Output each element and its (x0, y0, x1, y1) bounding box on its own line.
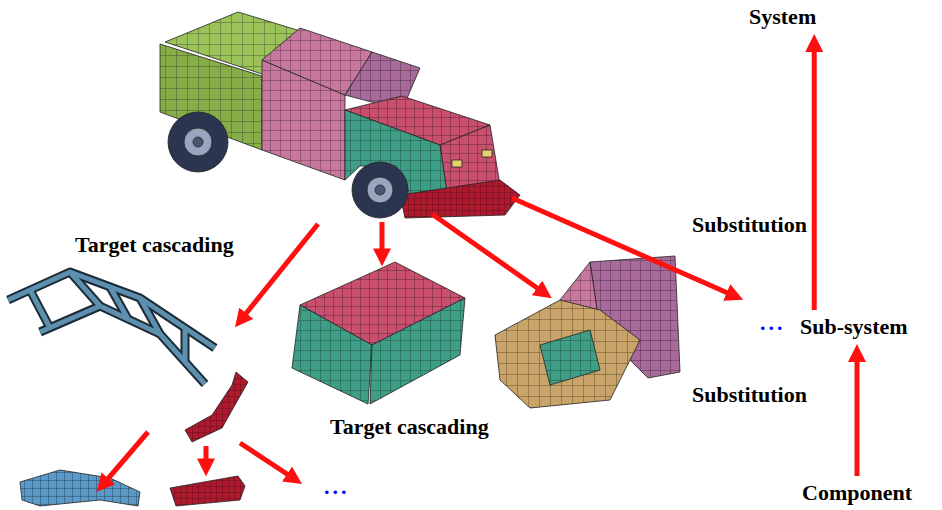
process-label: Target cascading (328, 414, 491, 440)
beam-component (170, 476, 245, 506)
level-name: System (749, 4, 816, 30)
edge-label: Substitution (690, 212, 809, 238)
frame-outline (8, 272, 215, 384)
truck-bumper (400, 180, 520, 218)
frame-rail (40, 306, 205, 384)
hood-model (292, 262, 465, 404)
frame-fill (8, 272, 215, 384)
cascade-arrow (432, 214, 540, 290)
rear-hub (193, 137, 203, 147)
rear-rim (184, 128, 212, 156)
headlight (482, 150, 492, 157)
system-level: System (745, 2, 820, 32)
component-models (20, 470, 245, 506)
edge-label: Substitution (690, 382, 809, 408)
cascade-arrow (240, 443, 290, 476)
frame-rail (40, 306, 205, 384)
subsystem-level: Sub-system (796, 312, 912, 342)
fender-patch (540, 330, 600, 385)
component-level: Component (798, 478, 916, 508)
cascade-arrow (204, 446, 209, 462)
rail-component (20, 470, 140, 506)
ellipsis-mark: ... (322, 474, 352, 500)
cascade-arrow (244, 224, 318, 316)
rear-wheel (168, 112, 228, 172)
front-wheel (352, 162, 408, 218)
ellipsis-mark: ... (758, 310, 788, 336)
substitution-arrow (812, 48, 817, 310)
hood-flap (292, 305, 372, 404)
hood-flap (370, 298, 465, 404)
truck-model (160, 12, 520, 218)
fender-body (495, 300, 640, 408)
front-rim (367, 177, 393, 203)
level-name: Sub-system (800, 314, 908, 340)
headlight (452, 160, 462, 167)
level-name: Component (802, 480, 912, 506)
cross-member (30, 272, 185, 362)
process-label: Target cascading (73, 232, 236, 258)
cascade-arrow (106, 432, 148, 481)
frame-model (8, 272, 248, 442)
frame-bumper (185, 372, 248, 442)
substitution-arrow (855, 358, 860, 476)
front-hub (375, 185, 385, 195)
cascade-arrow (380, 222, 385, 252)
